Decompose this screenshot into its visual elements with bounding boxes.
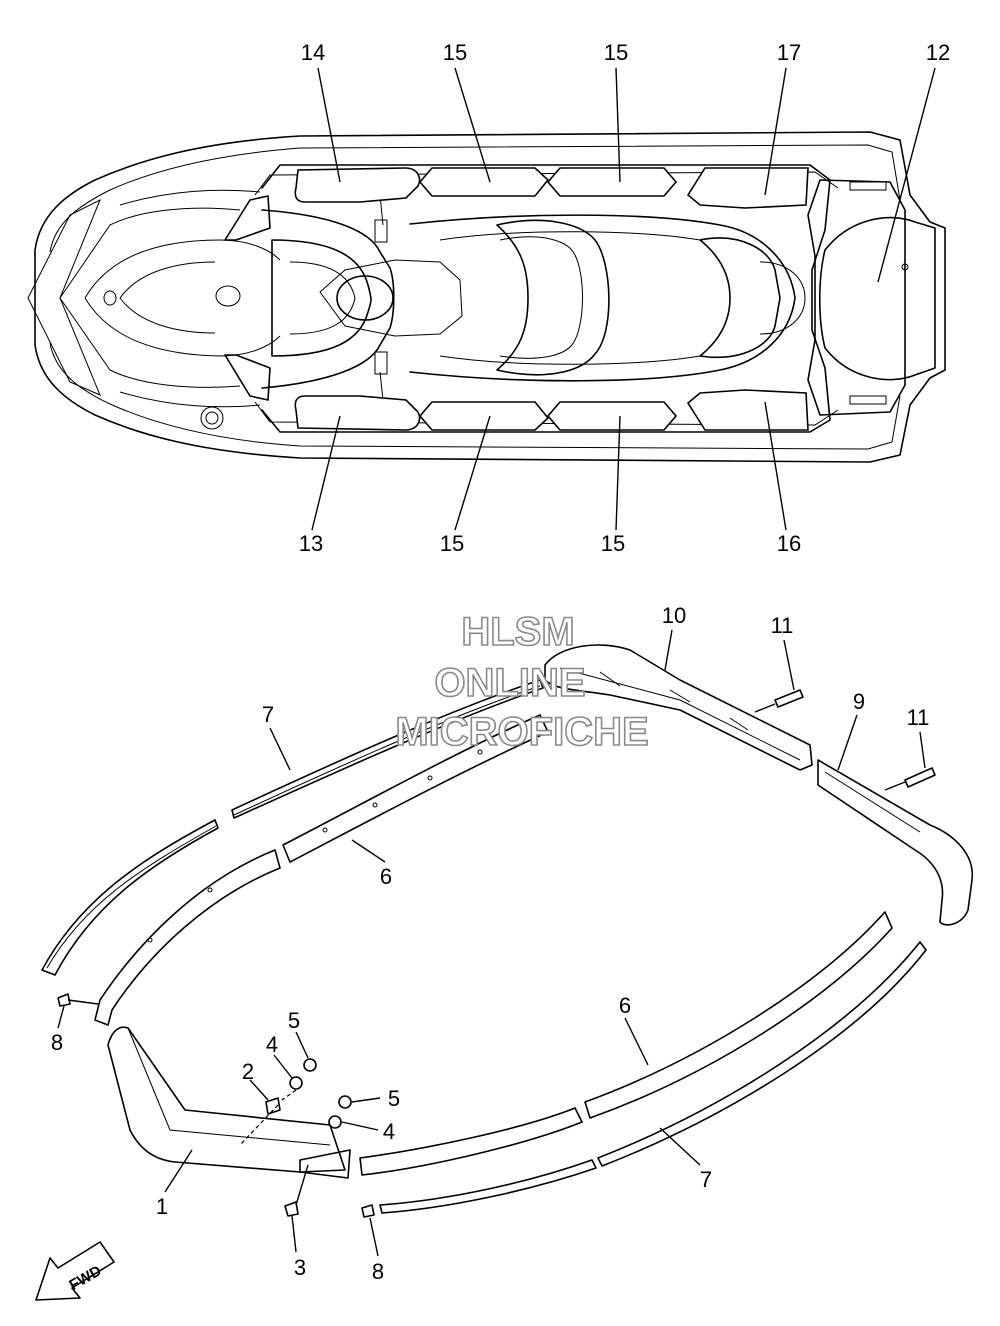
callout-15: 15 bbox=[601, 531, 625, 556]
callout-16: 16 bbox=[777, 531, 801, 556]
callout-7: 7 bbox=[700, 1167, 712, 1192]
mat-pads-top bbox=[294, 167, 809, 431]
callout-11: 11 bbox=[907, 705, 930, 730]
nut-5-b bbox=[338, 1095, 352, 1109]
rivet-11-b bbox=[904, 767, 936, 788]
callout-4: 4 bbox=[383, 1119, 395, 1144]
part-6-upper-rail bbox=[94, 849, 281, 1026]
mat-13 bbox=[294, 395, 421, 431]
part-6-lower-rail bbox=[359, 1107, 583, 1176]
callout-9: 9 bbox=[853, 689, 865, 714]
part-9-rear-corner bbox=[817, 759, 973, 926]
part-7-upper-strip bbox=[41, 819, 219, 976]
callout-7: 7 bbox=[262, 702, 274, 727]
gunwale-parts bbox=[41, 644, 973, 1218]
part-7-upper-strip-rear bbox=[231, 679, 544, 819]
callout-labels: 14 15 15 17 12 13 15 15 16 10 11 9 11 7 … bbox=[51, 40, 950, 1284]
callout-15: 15 bbox=[604, 40, 628, 65]
fwd-arrow: FWD bbox=[35, 1241, 115, 1301]
screw-8-upper bbox=[57, 993, 71, 1007]
watermark-line-3: MICROFICHE bbox=[395, 710, 648, 754]
screw-8-lower bbox=[361, 1204, 375, 1218]
callout-15: 15 bbox=[440, 531, 464, 556]
part-10-rear-corner bbox=[544, 644, 813, 771]
part-1-front-bumper bbox=[107, 1026, 346, 1173]
mat-14 bbox=[294, 167, 421, 203]
watermark: HLSM ONLINE MICROFICHE bbox=[395, 609, 650, 755]
mat-15a bbox=[418, 167, 550, 197]
hull-top-view bbox=[27, 131, 946, 463]
mat-15c bbox=[418, 401, 550, 431]
part-7-lower-strip bbox=[379, 1159, 597, 1214]
watermark-line-1: HLSM bbox=[461, 610, 574, 654]
rivet-11-a bbox=[774, 689, 804, 708]
callout-11: 11 bbox=[771, 613, 794, 638]
callout-5: 5 bbox=[288, 1008, 300, 1033]
callout-6: 6 bbox=[380, 864, 392, 889]
callout-12: 12 bbox=[926, 40, 950, 65]
callout-5: 5 bbox=[388, 1086, 400, 1111]
mat-17 bbox=[686, 167, 809, 209]
callout-8: 8 bbox=[372, 1259, 384, 1284]
part-6-lower-rail-rear bbox=[584, 911, 893, 1119]
callout-17: 17 bbox=[777, 40, 801, 65]
leader-lines bbox=[57, 67, 936, 1257]
washer-4-b bbox=[328, 1115, 342, 1129]
watermark-line-2: ONLINE bbox=[434, 661, 585, 705]
part-7-lower-strip-rear bbox=[597, 941, 927, 1167]
callout-15: 15 bbox=[443, 40, 467, 65]
mat-15b bbox=[546, 167, 678, 197]
callout-14: 14 bbox=[301, 40, 325, 65]
callout-8: 8 bbox=[51, 1030, 63, 1055]
washer-4-a bbox=[289, 1076, 303, 1090]
fwd-label: FWD bbox=[66, 1262, 104, 1294]
mat-16 bbox=[686, 389, 809, 431]
callout-1: 1 bbox=[156, 1194, 168, 1219]
callout-4: 4 bbox=[266, 1032, 278, 1057]
callout-3: 3 bbox=[294, 1255, 306, 1280]
mat-15d bbox=[546, 401, 678, 431]
screw-3 bbox=[284, 1201, 299, 1217]
part-6-upper-rail-rear bbox=[282, 714, 549, 863]
callout-10: 10 bbox=[662, 603, 686, 628]
callout-6: 6 bbox=[619, 993, 631, 1018]
callout-13: 13 bbox=[299, 531, 323, 556]
fastener-2 bbox=[265, 1097, 281, 1115]
callout-2: 2 bbox=[242, 1059, 254, 1084]
nut-5-a bbox=[303, 1058, 317, 1072]
